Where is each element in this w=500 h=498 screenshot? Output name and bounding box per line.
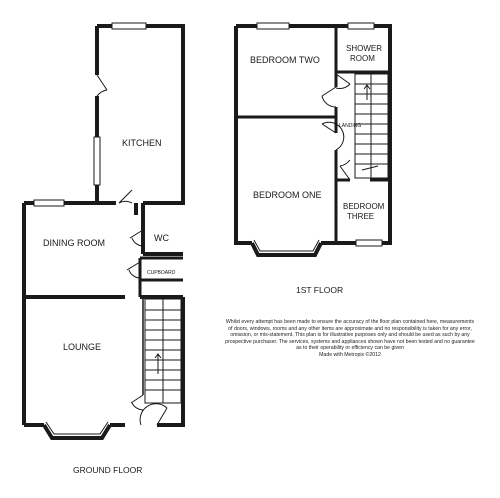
shower-room-label-line1: SHOWER bbox=[346, 44, 382, 53]
lounge-bay-glass bbox=[45, 421, 109, 435]
disclaimer-line: Whilst every attempt has been made to en… bbox=[225, 319, 475, 325]
kitchen-walls bbox=[95, 24, 185, 205]
lounge-walls bbox=[24, 297, 185, 427]
bedroom-two-window bbox=[256, 22, 290, 30]
first-floor-plan bbox=[234, 22, 392, 257]
bedroom-one-label: BEDROOM ONE bbox=[253, 190, 322, 200]
bedroom-three-window bbox=[355, 239, 383, 247]
lounge-door bbox=[130, 394, 144, 411]
dining-room-window bbox=[33, 199, 65, 207]
shower-room-window bbox=[347, 22, 375, 30]
ground-stairs bbox=[144, 298, 182, 404]
kitchen-side-door bbox=[96, 74, 108, 97]
bedroom-two-label: BEDROOM TWO bbox=[250, 55, 320, 65]
bedroom-two-walls bbox=[236, 26, 338, 119]
kitchen-side-window bbox=[93, 136, 101, 186]
first-floor-label: 1ST FLOOR bbox=[296, 285, 343, 295]
ground-floor-label: GROUND FLOOR bbox=[73, 465, 142, 475]
bedroom-three-label-line2: THREE bbox=[347, 212, 374, 221]
shower-room-label-line2: ROOM bbox=[350, 54, 375, 63]
dining-room-label: DINING ROOM bbox=[43, 238, 105, 248]
cupboard-label: CUPBOARD bbox=[147, 270, 176, 276]
kitchen-label: KITCHEN bbox=[122, 138, 162, 148]
lounge-bay-window bbox=[42, 423, 112, 440]
disclaimer-line: as to their operability or efficiency ca… bbox=[296, 345, 404, 352]
bedroom-one-bay-glass bbox=[253, 239, 320, 252]
wc-door bbox=[118, 189, 133, 204]
wc-walls bbox=[134, 203, 183, 256]
cupboard-walls bbox=[138, 256, 183, 297]
bedroom-three-door bbox=[339, 159, 351, 181]
bedroom-two-door bbox=[321, 86, 337, 108]
bedroom-three-label-line1: BEDROOM bbox=[343, 202, 385, 211]
first-floor-stairs bbox=[354, 73, 389, 179]
ground-floor-plan bbox=[22, 22, 185, 440]
cupboard-door bbox=[126, 261, 141, 279]
shower-room-door bbox=[335, 73, 351, 89]
wc-label: WC bbox=[154, 233, 169, 243]
disclaimer-line: of doors, windows, rooms and any other i… bbox=[228, 325, 472, 332]
disclaimer-line: prospective purchaser. The services, sys… bbox=[225, 338, 475, 345]
bedroom-one-door bbox=[321, 121, 345, 151]
wc-inner-door bbox=[129, 229, 144, 247]
disclaimer-line: Made with Metropix ©2012 bbox=[319, 351, 381, 358]
lounge-label: LOUNGE bbox=[63, 342, 101, 352]
disclaimer: Whilst every attempt has been made to en… bbox=[205, 319, 495, 359]
bedroom-one-bay-window bbox=[250, 242, 323, 257]
kitchen-window bbox=[111, 22, 147, 30]
disclaimer-line: omission, or mis-statement. This plan is… bbox=[230, 332, 470, 339]
front-door bbox=[139, 403, 168, 426]
landing-label: LANDING bbox=[339, 123, 361, 129]
